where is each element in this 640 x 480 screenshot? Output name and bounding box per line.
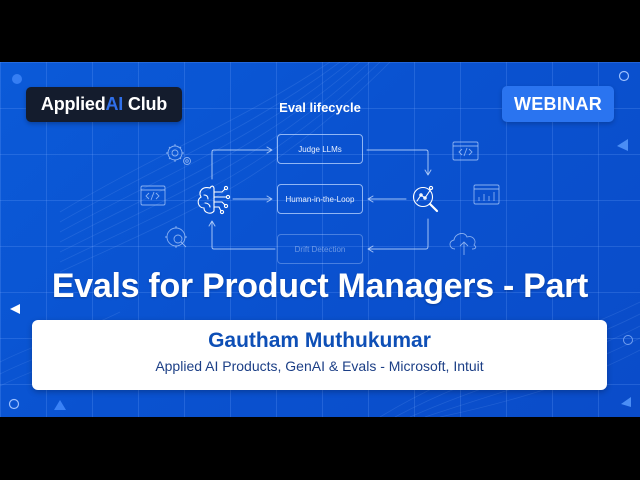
speaker-card: Gautham Muthukumar Applied AI Products, … [32, 320, 607, 390]
code-window-icon [140, 185, 166, 206]
ai-brain-icon [197, 185, 231, 215]
webinar-badge: WEBINAR [502, 86, 614, 122]
letterbox-bottom [0, 417, 640, 480]
speaker-affiliation: Applied AI Products, GenAI & Evals - Mic… [155, 358, 484, 374]
decor-ring-right [623, 335, 633, 345]
bar-chart-window-icon [473, 184, 500, 205]
letterbox-top [0, 0, 640, 62]
logo-prefix: Applied [40, 94, 106, 114]
webinar-title: Evals for Product Managers - Part [51, 267, 589, 305]
decor-triangle-right [617, 139, 628, 151]
eval-lifecycle-diagram [140, 141, 500, 255]
decor-ring-top-right [618, 70, 630, 82]
decor-ring-bottom-left [8, 398, 20, 410]
decor-dot-top-left [12, 74, 22, 84]
speaker-name: Gautham Muthukumar [208, 329, 431, 352]
logo-suffix: Club [123, 94, 168, 114]
stage-judge-llms: Judge LLMs [277, 134, 363, 164]
diagram-title: Eval lifecycle [279, 100, 361, 115]
gears-icon [166, 144, 191, 165]
decor-triangle-left [10, 304, 20, 314]
stage-human-in-the-loop: Human-in-the-Loop [277, 184, 363, 214]
decor-triangle-bottom-right [621, 397, 631, 407]
logo-highlight: AI [105, 94, 124, 114]
analytics-magnifier-icon [412, 185, 439, 213]
decor-triangle-bottom-left [54, 400, 66, 410]
code-window-icon [452, 141, 479, 161]
cloud-upload-icon [449, 233, 477, 255]
gear-search-icon [165, 226, 187, 248]
stage-drift-detection: Drift Detection [277, 234, 363, 264]
